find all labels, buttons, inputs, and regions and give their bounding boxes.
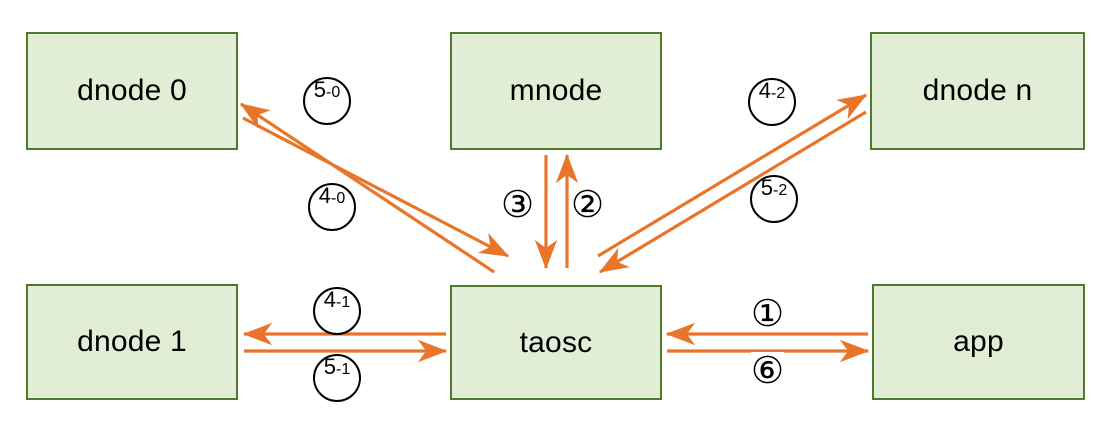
node-dnode-0[interactable]: dnode 0 (26, 32, 238, 150)
edge-label-main: 5 (760, 175, 773, 200)
edge-label-glyph: ⑥ (751, 349, 785, 392)
edge-label-5-2: 5-2 (750, 175, 798, 223)
arrow-5-2 (598, 110, 867, 274)
edge-label-4-1: 4-1 (313, 287, 361, 335)
arrow-4-2 (597, 93, 868, 258)
arrow-4-0 (242, 116, 510, 258)
edge-label-main: 5 (313, 77, 326, 102)
node-mnode[interactable]: mnode (450, 32, 662, 150)
edge-label-sub: -2 (771, 85, 786, 102)
edge-label-sub: -1 (336, 361, 351, 378)
edge-label-main: 4 (318, 183, 331, 208)
edge-label-glyph: ② (571, 183, 605, 226)
edge-label-glyph: ③ (501, 183, 535, 226)
node-label: dnode 0 (77, 74, 187, 107)
node-label: dnode n (922, 74, 1033, 107)
edge-label-sub: -0 (331, 190, 346, 207)
edge-label-1: ① (751, 292, 785, 335)
node-label: dnode 1 (77, 325, 187, 358)
edge-label-3: ③ (501, 183, 535, 226)
node-label: mnode (509, 74, 603, 107)
edge-label-main: 4 (323, 287, 336, 312)
edge-label-main: 4 (758, 78, 771, 103)
edge-label-4-0: 4-0 (308, 183, 356, 231)
node-taosc[interactable]: taosc (450, 285, 662, 400)
node-label: app (953, 325, 1004, 358)
arrow-5-0 (239, 102, 495, 274)
edge-label-2: ② (571, 183, 605, 226)
edge-label-sub: -2 (773, 182, 788, 199)
edge-label-6: ⑥ (751, 349, 785, 392)
node-dnode-n[interactable]: dnode n (870, 32, 1085, 150)
edge-label-glyph: ① (751, 292, 785, 335)
edge-label-sub: -0 (326, 84, 341, 101)
edge-label-4-2: 4-2 (748, 78, 796, 126)
node-dnode-1[interactable]: dnode 1 (26, 284, 238, 400)
edge-label-main: 5 (323, 354, 336, 379)
edge-label-5-1: 5-1 (313, 354, 361, 402)
edge-label-sub: -1 (336, 294, 351, 311)
node-app[interactable]: app (872, 284, 1085, 400)
edge-label-5-0: 5-0 (303, 77, 351, 125)
node-label: taosc (519, 325, 593, 359)
